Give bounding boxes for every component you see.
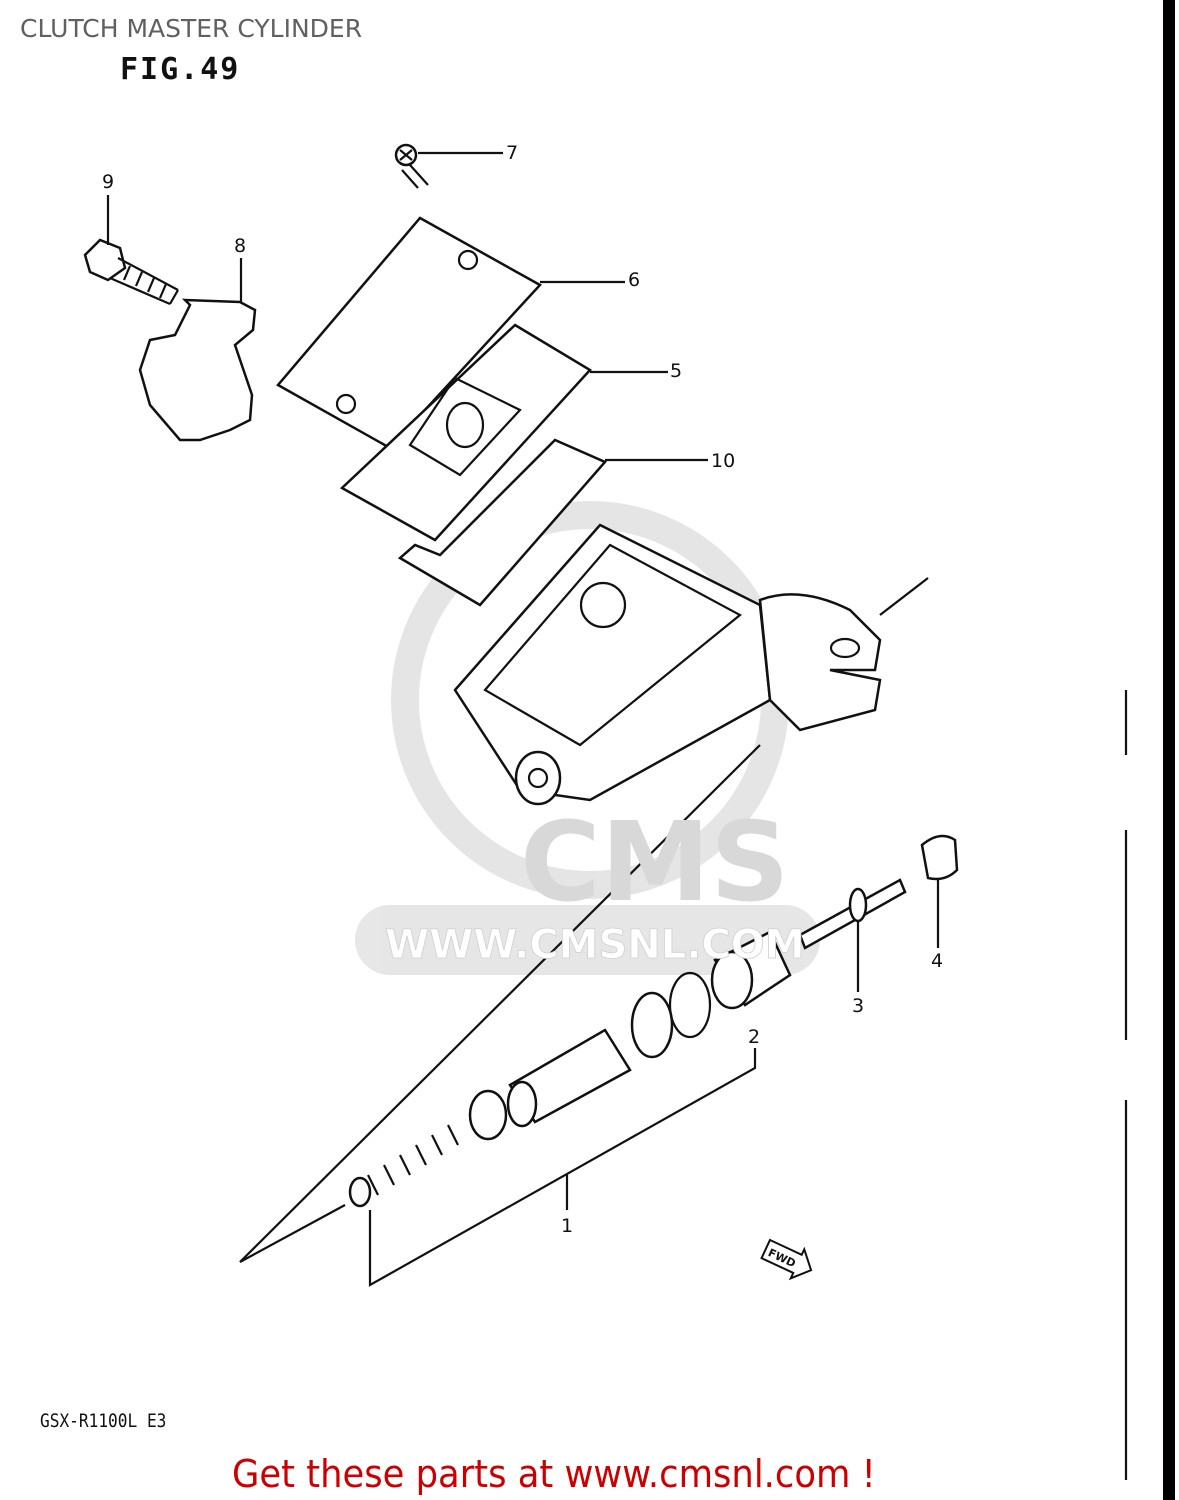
figure-number: FIG.49 — [120, 52, 241, 87]
piston-assembly — [348, 834, 959, 1208]
callout-10: 10 — [711, 450, 735, 472]
callout-9: 9 — [102, 171, 114, 193]
callout-1: 1 — [561, 1215, 573, 1237]
callout-2: 2 — [748, 1026, 760, 1048]
callout-3: 3 — [852, 995, 864, 1017]
part-10-plate — [397, 438, 608, 607]
callout-6: 6 — [628, 269, 640, 291]
leader-lines — [106, 151, 940, 1287]
callout-7: 7 — [506, 142, 518, 164]
promo-link[interactable]: Get these parts at www.cmsnl.com ! — [232, 1452, 876, 1496]
model-code: GSX-R1100L E3 — [40, 1410, 167, 1432]
part-9-bolt — [83, 238, 179, 306]
master-cylinder-body — [239, 523, 929, 1263]
callout-5: 5 — [670, 360, 682, 382]
part-7-screw — [394, 143, 429, 189]
fwd-arrow-icon: FWD — [760, 1238, 813, 1281]
watermark: CMS WWW.CMSNL.COM — [385, 798, 805, 968]
watermark-url: WWW.CMSNL.COM — [385, 922, 805, 968]
page-title: CLUTCH MASTER CYLINDER — [20, 14, 363, 43]
callout-8: 8 — [234, 235, 246, 257]
page-border — [1163, 0, 1175, 1500]
callout-4: 4 — [931, 950, 943, 972]
part-5-diaphragm — [339, 323, 592, 542]
watermark-logo: CMS — [520, 798, 789, 926]
part-8-clamp — [138, 298, 257, 442]
